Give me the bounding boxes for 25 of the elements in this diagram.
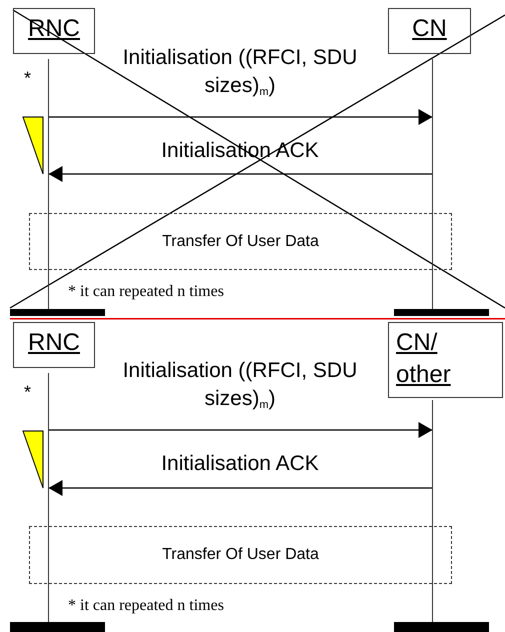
message-label: Initialisation ((RFCI, SDU sizes)$_{m}$) — [122, 45, 358, 100]
group-label: Transfer Of User Data — [162, 232, 319, 250]
message-arrow — [48, 480, 432, 496]
lifeline — [48, 373, 49, 622]
participant-box — [388, 322, 503, 398]
lifeline — [432, 59, 433, 309]
message-arrow — [48, 166, 432, 182]
footnote: * it can repeated n times — [68, 597, 224, 615]
message-arrow — [48, 422, 432, 438]
asterisk-mark: * — [24, 68, 32, 89]
participant-name: RNC — [28, 328, 80, 358]
footnote: * it can repeated n times — [68, 283, 224, 301]
message-label: Initialisation ((RFCI, SDU sizes)$_{m}$) — [122, 358, 358, 413]
dashed-group-box — [29, 526, 452, 584]
message-arrow — [48, 109, 432, 125]
dashed-group-box — [29, 213, 452, 270]
lifeline — [48, 59, 49, 309]
lifeline — [432, 400, 433, 622]
participant-name: CN/ other — [396, 328, 452, 390]
group-label: Transfer Of User Data — [162, 546, 319, 564]
participant-name: CN — [412, 14, 447, 44]
message-label: Initialisation ACK — [160, 451, 320, 477]
participant-box — [13, 322, 95, 368]
participant-box — [388, 8, 471, 54]
asterisk-mark: * — [24, 382, 32, 403]
